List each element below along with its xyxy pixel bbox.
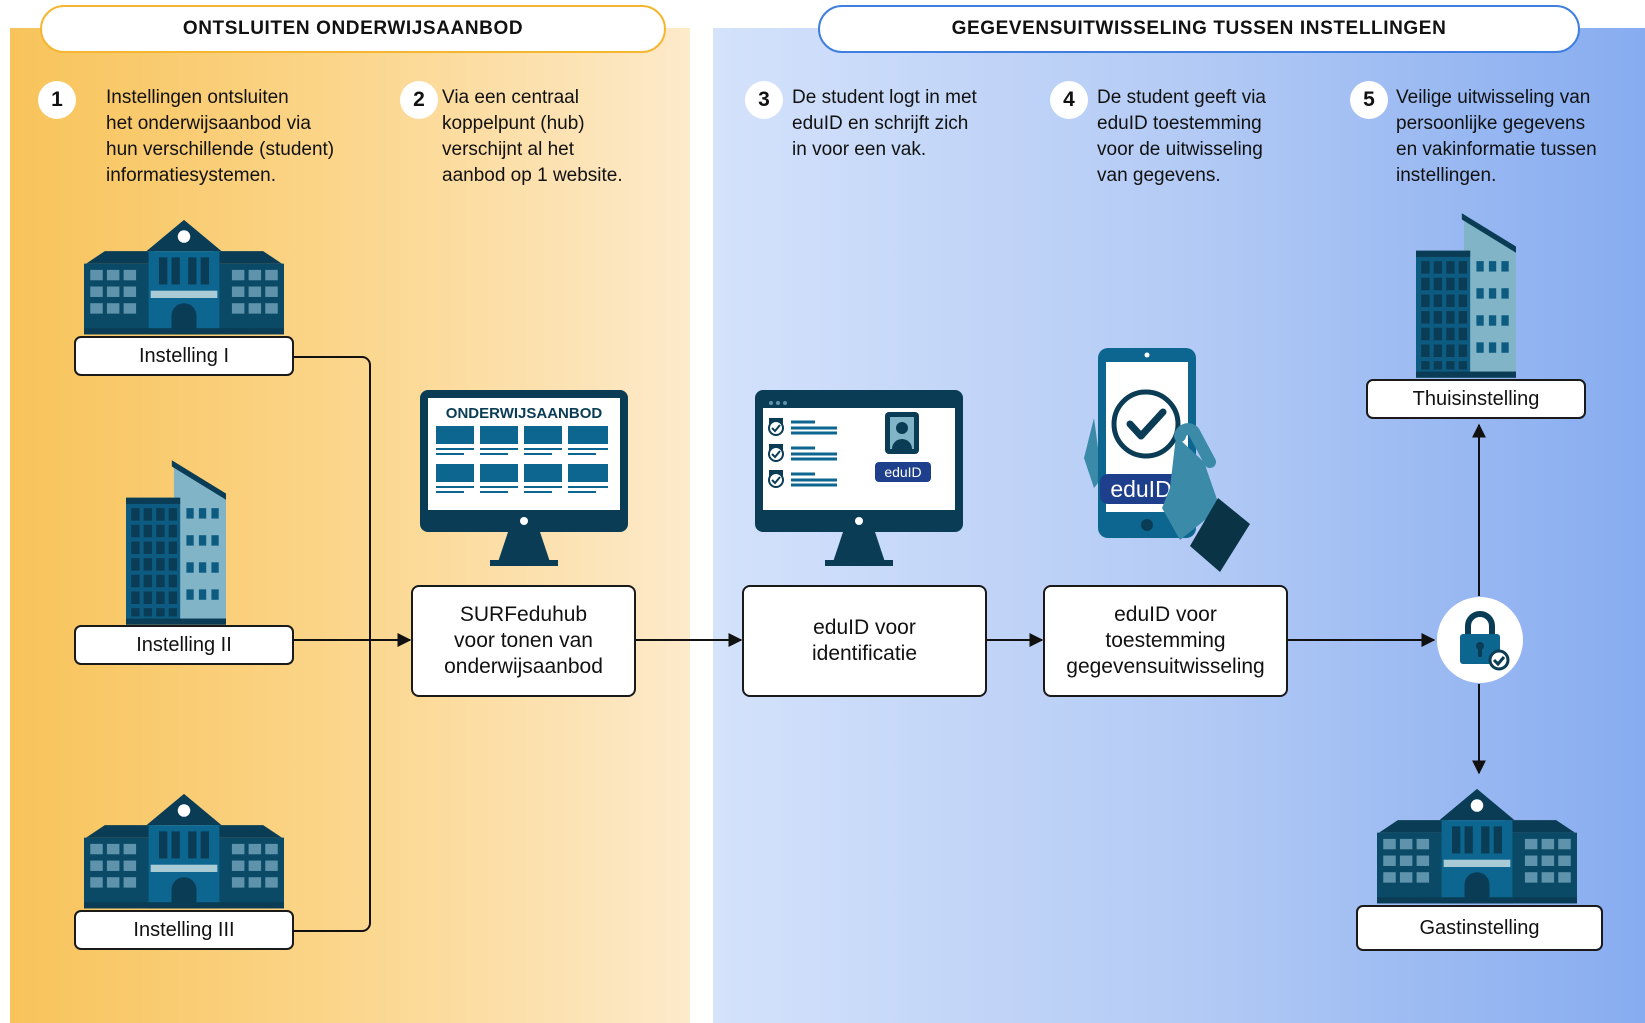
- process-consent: eduID voor toestemming gegevensuitwissel…: [1043, 585, 1288, 697]
- padlock-check-icon: [1437, 597, 1523, 683]
- monitor-offerings-icon: ONDERWIJSAANBOD: [420, 390, 628, 566]
- step-3-text: De student logt in met eduID en schrijft…: [792, 87, 977, 160]
- school-building-icon: [1377, 788, 1577, 904]
- office-tower-icon: [1416, 213, 1516, 378]
- phone-eduid-badge: eduID: [1110, 476, 1171, 502]
- process-hub: SURFeduhub voor tonen van onderwijsaanbo…: [411, 585, 636, 697]
- label-instelling-1: Instelling I: [74, 336, 294, 376]
- monitor-heading: ONDERWIJSAANBOD: [446, 405, 603, 422]
- school-building-icon: [84, 219, 284, 335]
- section-title-right: GEGEVENSUITWISSELING TUSSEN INSTELLINGEN: [818, 5, 1580, 53]
- label-gastinstelling: Gastinstelling: [1356, 905, 1603, 951]
- step-2-number: 2: [400, 81, 438, 119]
- step-4-text: De student geeft via eduID toestemming v…: [1097, 87, 1266, 186]
- smartphone-check-icon: eduID: [1084, 348, 1250, 572]
- section-title-left: ONTSLUITEN ONDERWIJSAANBOD: [40, 5, 666, 53]
- step-2-text: Via een centraal koppelpunt (hub) versch…: [442, 87, 623, 186]
- process-identification: eduID voor identificatie: [742, 585, 987, 697]
- school-building-icon: [84, 793, 284, 909]
- step-5-text: Veilige uitwisseling van persoonlijke ge…: [1396, 87, 1597, 186]
- monitor-login-icon: eduID: [755, 390, 963, 566]
- step-3-number: 3: [745, 81, 783, 119]
- step-1-text: Instellingen ontsluiten het onderwijsaan…: [106, 87, 335, 186]
- office-tower-icon: [126, 460, 226, 625]
- eduid-badge: eduID: [884, 464, 921, 480]
- step-1-number: 1: [38, 81, 76, 119]
- label-thuisinstelling: Thuisinstelling: [1366, 379, 1586, 419]
- label-instelling-3: Instelling III: [74, 910, 294, 950]
- label-instelling-2: Instelling II: [74, 625, 294, 665]
- step-5-number: 5: [1350, 81, 1388, 119]
- bracket-line: [294, 356, 371, 932]
- step-4-number: 4: [1050, 81, 1088, 119]
